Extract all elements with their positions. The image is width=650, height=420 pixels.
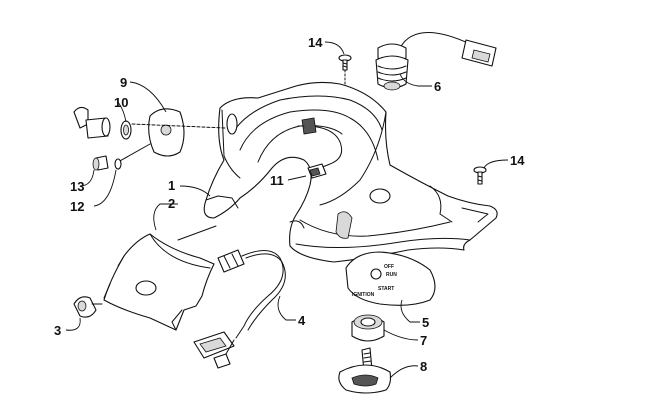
- callout-7: 7: [420, 333, 427, 348]
- leader-lines: [65, 41, 509, 379]
- callout-6: 6: [434, 79, 441, 94]
- callout-10: 10: [114, 95, 128, 110]
- part-12-13-knob-washer: [92, 155, 122, 171]
- part-2-lower-cover: [103, 225, 217, 331]
- callout-4: 4: [298, 313, 306, 328]
- callout-12: 12: [70, 199, 84, 214]
- callout-13: 13: [70, 179, 84, 194]
- ignition-label-ignition: IGNITION: [352, 292, 375, 298]
- ignition-label-off: OFF: [384, 264, 394, 270]
- callout-5: 5: [422, 315, 429, 330]
- part-5-ignition-plate: OFF RUN START IGNITION: [345, 251, 436, 306]
- callout-labels: 1 2 3 4 5 6 7 8 9 10 11 12 13 14 14: [54, 35, 525, 374]
- ignition-label-run: RUN: [386, 272, 397, 278]
- part-9-gasket: [117, 108, 227, 163]
- callout-11: 11: [270, 173, 284, 188]
- ignition-label-start: START: [378, 286, 394, 292]
- part-10-bezel: [73, 106, 132, 140]
- callout-8: 8: [420, 359, 427, 374]
- callout-3: 3: [54, 323, 61, 338]
- callout-1: 1: [168, 178, 175, 193]
- callout-2: 2: [168, 196, 175, 211]
- part-4-wiring-harness: [193, 249, 286, 369]
- callout-9: 9: [120, 75, 127, 90]
- part-6-plug-harness: [375, 32, 497, 91]
- part-3-grommet: [73, 296, 103, 318]
- callout-14-upper: 14: [308, 35, 323, 50]
- part-1-upper-housing: [203, 81, 498, 263]
- callout-14-right: 14: [510, 153, 525, 168]
- part-14-screw-right: [473, 166, 487, 185]
- part-7-ignition-switch: [351, 314, 385, 342]
- part-11-harness: [297, 117, 343, 179]
- part-8-key: [338, 347, 392, 394]
